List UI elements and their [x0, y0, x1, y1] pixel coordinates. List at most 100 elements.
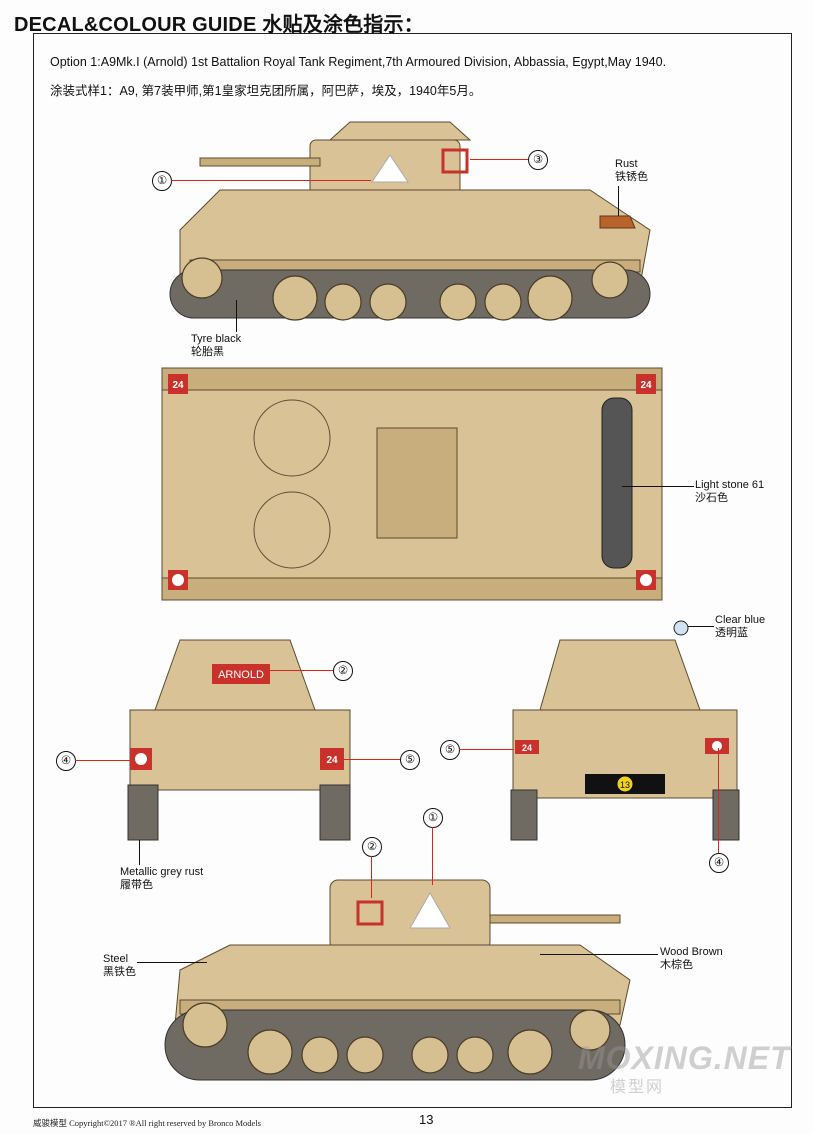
road-wheel [507, 1029, 553, 1075]
rust-exhaust [599, 215, 636, 229]
leader-line [236, 300, 237, 332]
road-wheel [439, 283, 477, 321]
bridge-disc-text: 13 [620, 780, 630, 790]
main-turret-top [376, 427, 458, 539]
road-wheel [456, 1036, 494, 1074]
triangle-decal [409, 891, 451, 929]
tank-front-view: ARNOLD 24 [127, 639, 351, 841]
arnold-name-plate [212, 664, 270, 684]
right-track [712, 789, 740, 841]
number-decal-top-rear [636, 374, 656, 394]
tank-top-view: 24 24 [161, 367, 663, 601]
leader-line [344, 759, 400, 760]
number-decal-text: 24 [640, 380, 652, 391]
option-description-english: Option 1:A9Mk.I (Arnold) 1st Battalion R… [50, 55, 667, 69]
roundel-white [640, 574, 652, 586]
callout-5: ⑤ [440, 740, 460, 760]
road-wheel [411, 1036, 449, 1074]
page-title: DECAL&COLOUR GUIDE 水贴及涂色指示： [14, 14, 424, 36]
footer-copyright: 威骏模型 Copyright©2017 ®All right reserved … [33, 1118, 261, 1128]
leader-line [432, 827, 433, 885]
guide-frame [33, 33, 792, 1108]
road-wheel [247, 1029, 293, 1075]
callout-2: ② [333, 661, 353, 681]
leader-line [139, 840, 140, 865]
clear-blue-lamp [673, 620, 689, 636]
main-gun [489, 914, 621, 924]
bridge-disc [616, 775, 634, 793]
leader-line [75, 760, 130, 761]
number-decal-front [320, 748, 344, 770]
main-gun [199, 157, 321, 167]
right-track [319, 784, 351, 841]
hull-front [129, 709, 351, 791]
left-track [510, 789, 538, 841]
left-track [127, 784, 159, 841]
callout-5: ⑤ [400, 750, 420, 770]
arnold-name-text: ARNOLD [218, 669, 264, 681]
callout-1: ① [423, 808, 443, 828]
roundel-white [172, 574, 184, 586]
callout-1: ① [152, 171, 172, 191]
triangle-decal [371, 154, 409, 183]
square-decal [441, 148, 469, 174]
watermark: MOXING.NET [578, 1040, 791, 1076]
drive-sprocket [182, 1002, 228, 1048]
exhaust-muffler [601, 397, 633, 569]
mg-turret-hatch [253, 491, 331, 569]
leader-line [371, 856, 372, 898]
track [164, 1009, 626, 1081]
right-track-guard [161, 577, 663, 601]
road-wheel [324, 283, 362, 321]
roundel-white [712, 741, 722, 751]
tank-rear-view: 24 13 [510, 620, 740, 841]
leader-line [270, 670, 333, 671]
mg-turret-hatch [253, 399, 331, 477]
leader-line [171, 180, 371, 181]
option-description-chinese: 涂装式样1：A9, 第7装甲师,第1皇家坦克团所属，阿巴萨，埃及，1940年5月… [50, 84, 482, 98]
callout-4: ④ [56, 751, 76, 771]
leader-line [470, 159, 528, 160]
road-wheel [346, 1036, 384, 1074]
leader-line [688, 626, 714, 627]
number-decal-text: 24 [326, 755, 338, 766]
callout-2: ② [362, 837, 382, 857]
road-wheel [369, 283, 407, 321]
track [169, 269, 651, 319]
tank-left-side-view [169, 121, 651, 321]
left-track-guard [161, 367, 663, 391]
leader-line [540, 954, 658, 955]
drive-sprocket [591, 261, 629, 299]
leader-line [718, 748, 719, 853]
callout-4: ④ [709, 853, 729, 873]
idler-wheel [569, 1009, 611, 1051]
leader-line [459, 749, 514, 750]
leader-line [618, 186, 619, 216]
turret-rear [539, 639, 701, 711]
road-wheel [272, 275, 318, 321]
tank-right-side-view [164, 879, 631, 1081]
watermark-sub: 模型网 [610, 1079, 665, 1096]
square-decal [356, 900, 384, 926]
callout-3: ③ [528, 150, 548, 170]
idler-wheel [181, 257, 223, 299]
number-decal-text: 24 [522, 743, 532, 753]
road-wheel [301, 1036, 339, 1074]
page-number: 13 [419, 1112, 434, 1127]
leader-line [137, 962, 207, 963]
road-wheel [484, 283, 522, 321]
number-decal-top-front [168, 374, 188, 394]
road-wheel [527, 275, 573, 321]
roundel-white [135, 753, 147, 765]
number-decal-rear [515, 740, 539, 754]
leader-line [622, 486, 694, 487]
number-decal-text: 24 [172, 380, 184, 391]
turret-roof [328, 121, 472, 141]
